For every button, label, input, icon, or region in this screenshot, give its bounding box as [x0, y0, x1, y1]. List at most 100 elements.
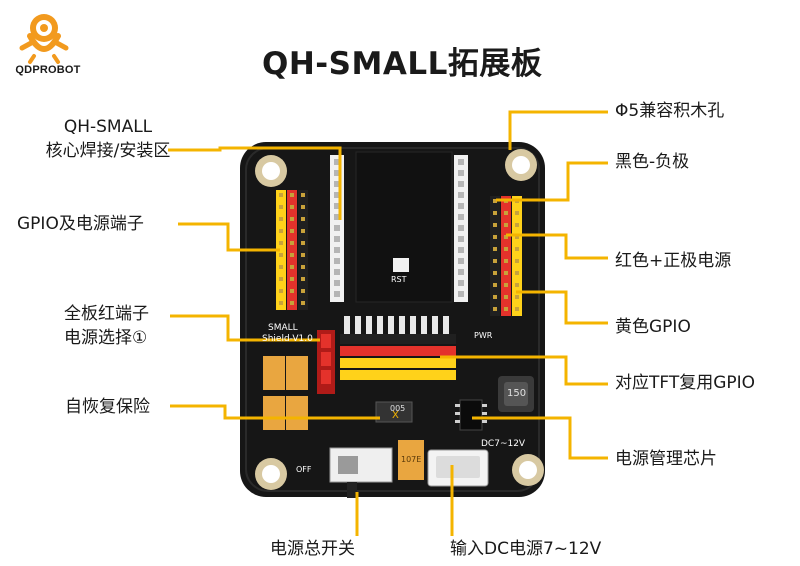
core-pin — [334, 236, 340, 242]
tft-pin — [421, 316, 427, 334]
header-pin — [301, 265, 305, 269]
silk-pwr: PWR — [474, 331, 493, 340]
core-pin — [334, 214, 340, 220]
header-pin — [493, 283, 497, 287]
core-pin — [458, 192, 464, 198]
header-pin — [279, 265, 283, 269]
mount-hole-top-left — [255, 155, 287, 187]
tft-header-row — [340, 334, 456, 344]
callout-leader-line — [170, 404, 380, 420]
header-pin — [290, 301, 294, 305]
callout-yellow-gpio: 黄色GPIO — [615, 317, 691, 337]
header-pin — [493, 295, 497, 299]
mount-hole-bottom-left — [255, 458, 287, 490]
core-pins-right — [454, 155, 468, 302]
silk-fuse-code: 005 — [390, 404, 406, 413]
header-pin — [515, 271, 519, 275]
power-inductor — [498, 376, 534, 412]
header-pin — [301, 193, 305, 197]
capacitor-group — [263, 356, 424, 480]
core-pin — [334, 203, 340, 209]
header-pin — [504, 307, 508, 311]
tft-header-row — [340, 370, 456, 380]
header-pin — [301, 205, 305, 209]
left-pin-headers — [276, 190, 308, 310]
callout-positive: 红色+正极电源 — [615, 251, 732, 271]
header-pin — [515, 295, 519, 299]
callout-leader-line — [170, 314, 320, 342]
core-pin — [458, 258, 464, 264]
header-pin — [493, 259, 497, 263]
silk-board-version: Shield-V1.0 — [262, 334, 313, 344]
header-pin — [290, 217, 294, 221]
silk-cap-code: 107E — [401, 455, 422, 464]
header-pin — [301, 277, 305, 281]
header-pin — [279, 229, 283, 233]
header-pin — [290, 229, 294, 233]
header-pin — [493, 307, 497, 311]
header-pin — [279, 301, 283, 305]
right-pin-headers — [490, 196, 522, 316]
callout-leader-line — [168, 146, 342, 220]
callout-main-switch: 电源总开关 — [270, 539, 355, 559]
header-pin — [504, 259, 508, 263]
header-pin — [279, 289, 283, 293]
silk-rst: RST — [391, 275, 407, 284]
main-power-switch — [329, 447, 393, 498]
dc-input-connector — [427, 449, 489, 487]
header-pin — [515, 247, 519, 251]
mount-hole-bottom-right — [512, 454, 544, 486]
header-pin — [279, 253, 283, 257]
header-pin — [279, 277, 283, 281]
header-pin — [301, 253, 305, 257]
tft-pin — [443, 316, 449, 334]
callout-leader-line — [440, 355, 608, 386]
callout-mount-hole: Φ5兼容积木孔 — [615, 101, 725, 121]
callout-leader-line — [506, 233, 608, 260]
header-pin — [504, 211, 508, 215]
callout-leader-line — [516, 290, 608, 325]
header-pin — [493, 235, 497, 239]
core-pin — [334, 225, 340, 231]
core-pin — [334, 291, 340, 297]
header-pin — [290, 253, 294, 257]
header-pin — [279, 241, 283, 245]
mount-hole-top-right — [505, 149, 537, 181]
header-pin — [515, 283, 519, 287]
callout-leader-line — [472, 416, 608, 460]
power-management-chip — [459, 399, 483, 431]
silk-inductor-code: 150 — [507, 388, 527, 399]
header-pin — [493, 211, 497, 215]
qdprobot-logo-icon — [19, 14, 69, 64]
header-pin — [504, 271, 508, 275]
header-pin — [290, 241, 294, 245]
header-pin — [301, 241, 305, 245]
header-pin — [504, 283, 508, 287]
callout-tft-gpio: 对应TFT复用GPIO — [615, 373, 756, 393]
header-column — [512, 196, 522, 316]
core-module-area — [355, 151, 453, 303]
brand-name: QDPROBOT — [15, 64, 81, 76]
core-pin — [458, 236, 464, 242]
header-pin — [301, 217, 305, 221]
tft-pin — [399, 316, 405, 334]
core-pin — [334, 280, 340, 286]
header-column — [501, 196, 511, 316]
callout-negative: 黑色-负极 — [615, 152, 690, 172]
callout-core-line2: 核心焊接/安装区 — [45, 141, 171, 161]
page-title: QH-SMALL拓展板 — [262, 46, 543, 82]
header-pin — [279, 217, 283, 221]
callout-leader-lines — [168, 110, 608, 536]
core-pin — [458, 291, 464, 297]
tft-header-row — [340, 358, 456, 368]
header-pin — [290, 193, 294, 197]
silk-board-name: SMALL — [268, 323, 298, 333]
tft-header-row — [340, 346, 456, 356]
header-column — [298, 190, 308, 310]
tft-pin — [410, 316, 416, 334]
core-pin — [334, 159, 340, 165]
reset-button — [393, 258, 409, 272]
header-pin — [493, 199, 497, 203]
